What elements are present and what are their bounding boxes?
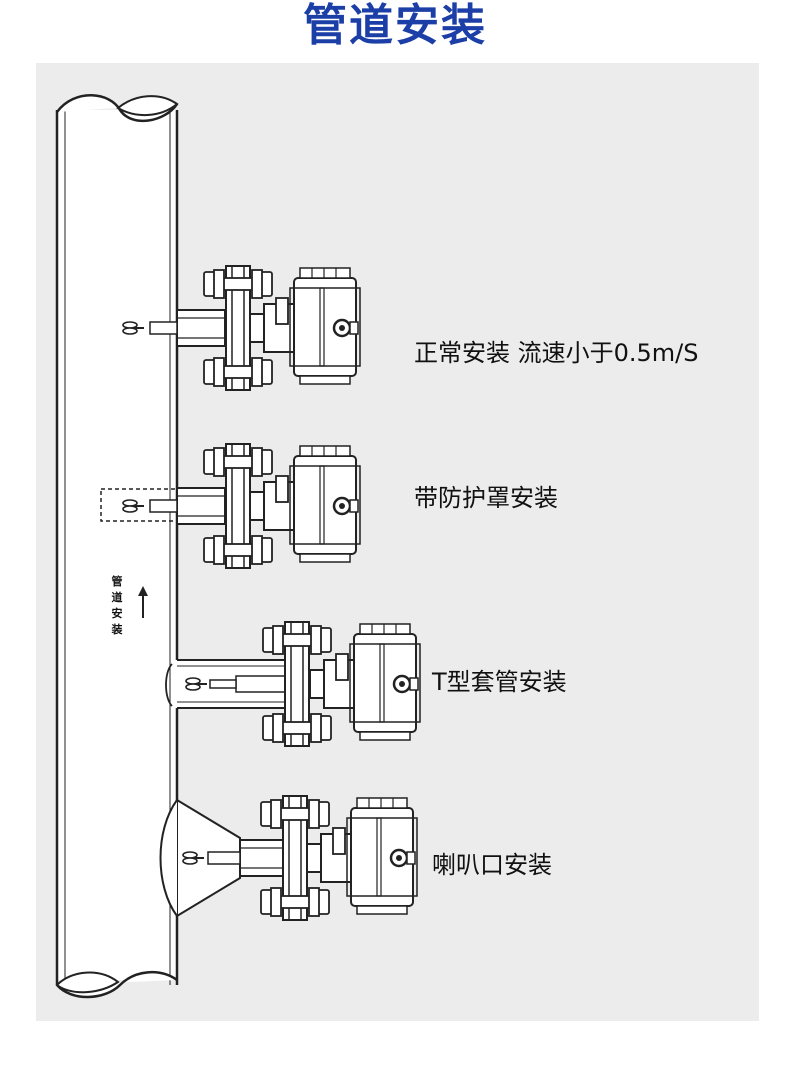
main-pipe [55, 94, 179, 999]
label-normal-install: 正常安装 流速小于0.5m/S [414, 339, 699, 367]
flow-direction-arrow [138, 586, 148, 618]
label-horn-install: 喇叭口安装 [432, 851, 552, 879]
normal-install-assembly [122, 265, 362, 391]
horn-install-assembly [159, 795, 419, 921]
label-shield-install: 带防护罩安装 [414, 484, 558, 512]
pipe-direction-label: 管道安装 [111, 575, 123, 636]
page-title: 管道安装 [303, 0, 487, 51]
label-tee-install: T型套管安装 [432, 668, 567, 696]
tee-install-assembly [165, 621, 422, 747]
shield-install-assembly [100, 443, 362, 569]
